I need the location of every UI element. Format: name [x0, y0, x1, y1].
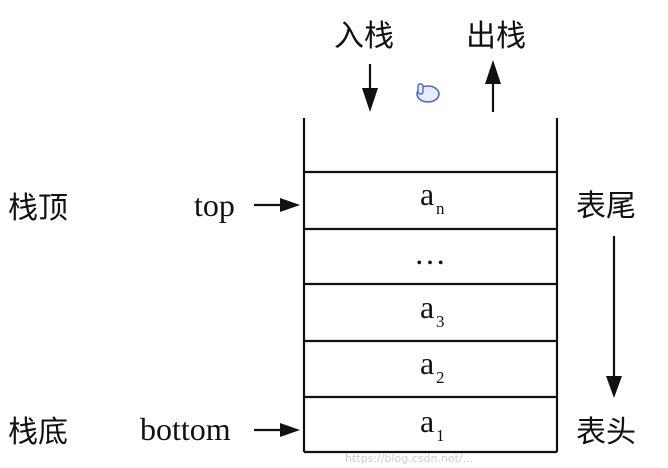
cell-subscript: 2	[436, 368, 445, 387]
stack-cell-a1: a 1	[420, 403, 445, 445]
pop-label: 出栈	[466, 19, 526, 54]
bottom-pointer: bottom	[140, 411, 300, 447]
cell-subscript: 3	[436, 312, 445, 331]
cell-ellipsis: …	[414, 235, 446, 271]
stack-cell-ellipsis: …	[414, 235, 446, 271]
cell-letter: a	[420, 176, 434, 212]
push-label: 入栈	[334, 19, 394, 54]
pointer-hand-icon	[416, 83, 440, 103]
cell-subscript: 1	[436, 426, 445, 445]
stack-cell-an: a n	[420, 176, 445, 218]
cell-letter: a	[420, 345, 434, 381]
top-pointer-label: top	[194, 187, 235, 223]
pop-arrow	[485, 60, 501, 112]
top-pointer: top	[194, 187, 300, 223]
stack-bottom-label: 栈底	[8, 415, 68, 450]
stack-cell-a3: a 3	[420, 289, 445, 331]
cell-subscript: n	[436, 199, 445, 218]
push-arrow	[362, 64, 378, 112]
bottom-pointer-label: bottom	[140, 411, 231, 447]
stack-cell-a2: a 2	[420, 345, 445, 387]
cell-letter: a	[420, 403, 434, 439]
watermark-text: https://blog.csdn.net/...	[345, 452, 473, 465]
stack-top-label: 栈顶	[8, 191, 68, 226]
table-head-label: 表头	[576, 415, 636, 450]
table-tail-label: 表尾	[576, 189, 636, 224]
tail-to-head-arrow	[606, 236, 622, 398]
stack-container	[302, 118, 559, 454]
cell-letter: a	[420, 289, 434, 325]
